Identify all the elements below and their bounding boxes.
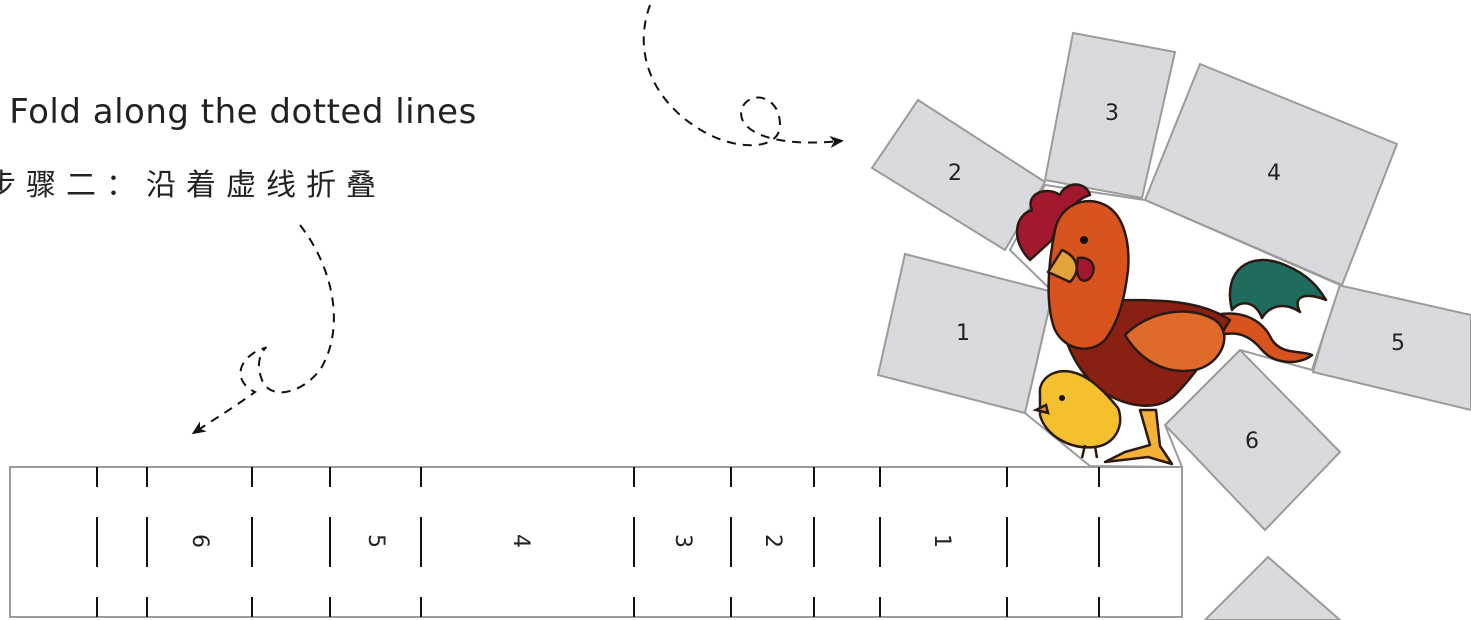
chick-beak <box>1032 403 1050 415</box>
wheel-label-1: 1 <box>956 321 970 346</box>
strip-label-4: 4 <box>508 534 533 548</box>
folded-wheel: 3 4 2 1 5 6 <box>870 31 1471 620</box>
wheel-label-6: 6 <box>1245 429 1259 454</box>
strip-label-2: 2 <box>760 534 785 548</box>
strip-label-3: 3 <box>670 534 695 548</box>
wheel-label-3: 3 <box>1105 101 1119 126</box>
wheel-label-5: 5 <box>1391 331 1405 356</box>
chick-eye <box>1059 395 1065 401</box>
chick-illustration <box>1032 369 1122 459</box>
strip-label-5: 5 <box>363 534 388 548</box>
strip-label-1: 1 <box>929 534 954 548</box>
wheel-label-4: 4 <box>1267 161 1281 186</box>
rooster-leg <box>1103 408 1174 466</box>
rooster-tail-red <box>1213 312 1314 364</box>
strip-label-6: 6 <box>187 534 212 548</box>
wheel-panel-partial <box>1203 555 1342 620</box>
rooster-illustration <box>1015 183 1328 466</box>
chick-feet <box>1080 444 1099 459</box>
rooster-wing <box>1123 310 1226 373</box>
dashed-arrow-to-wheel <box>642 4 844 148</box>
chick-body <box>1038 369 1122 449</box>
step-instruction-en: : Fold along the dotted lines <box>0 92 477 132</box>
fold-strip: 6 5 4 3 2 1 <box>9 466 1183 618</box>
dashed-arrow-to-strip <box>191 224 335 435</box>
rooster-tail <box>1228 258 1328 320</box>
wheel-panel-3 <box>1043 31 1177 200</box>
wheel-label-2: 2 <box>948 161 962 186</box>
step-instruction-zh: 步骤二：沿着虚线折叠 <box>0 168 386 203</box>
wheel-panel-2 <box>870 98 1047 252</box>
rooster-eye <box>1080 236 1088 244</box>
rooster-wattle <box>1075 256 1095 282</box>
